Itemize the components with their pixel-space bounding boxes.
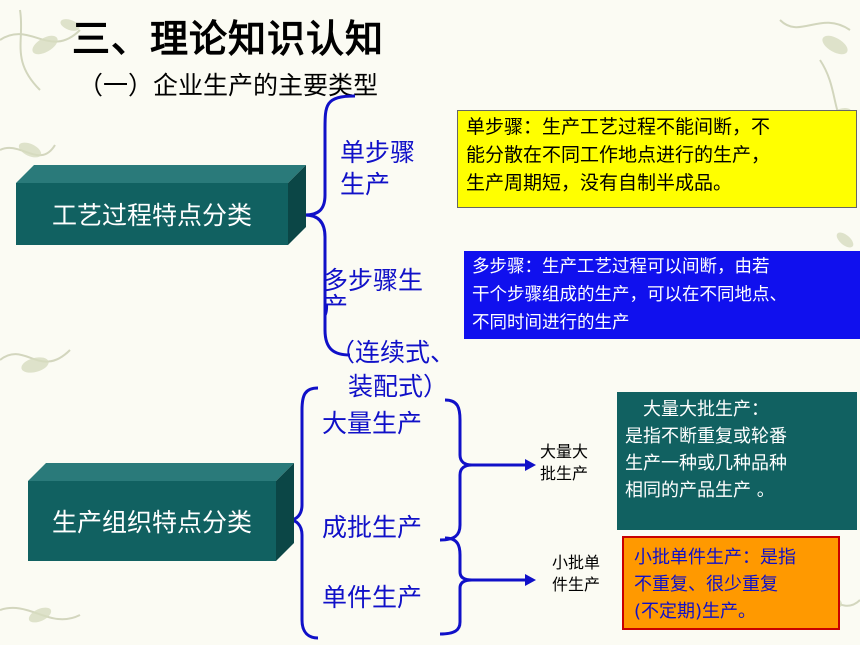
page-subtitle: （一）企业生产的主要类型 [78, 71, 379, 100]
multi-step-note: （连续式、 装配式） [330, 336, 455, 404]
organization-brace [289, 386, 319, 640]
small-batch-description: 小批单件生产：是指 不重复、很少重复 (不定期)生产。 [622, 536, 840, 630]
process-category-label: 工艺过程特点分类 [16, 183, 288, 245]
organization-category-box: 生产组织特点分类 [28, 463, 294, 561]
mass-batch-connector-line-1: 大量大 [539, 442, 588, 461]
mass-batch-desc-line-4: 相同的产品生产 。 [625, 480, 775, 501]
mass-batch-desc-line-3: 生产一种或几种品种 [625, 453, 787, 474]
multi-step-desc-line-1: 多步骤：生产工艺过程可以间断，由若 [472, 257, 770, 277]
small-batch-connector-line-1: 小批单 [551, 553, 600, 572]
small-batch-bracket [439, 536, 473, 636]
multi-step-production: 多步骤生 产 [323, 266, 423, 322]
small-batch-desc-line-1: 小批单件生产：是指 [634, 547, 796, 568]
small-batch-desc-line-3: (不定期)生产。 [634, 601, 757, 622]
multi-step-note-line-1: （连续式、 [330, 338, 456, 367]
small-batch-connector-line-2: 件生产 [551, 575, 600, 594]
multi-step-line-1: 多步骤生 [323, 266, 424, 295]
multi-step-line-2: 产 [323, 292, 349, 321]
mass-batch-desc-line-2: 是指不断重复或轮番 [625, 426, 787, 447]
mass-batch-connector-line-2: 批生产 [539, 464, 588, 483]
single-piece-production: 单件生产 [322, 583, 423, 612]
mass-batch-bracket [439, 398, 473, 542]
single-step-desc-line-1: 单步骤：生产工艺过程不能间断，不 [466, 116, 771, 138]
single-step-desc-line-2: 能分散在不同工作地点进行的生产， [466, 144, 771, 166]
small-batch-desc-line-2: 不重复、很少重复 [634, 574, 778, 595]
organization-category-label: 生产组织特点分类 [28, 481, 276, 561]
multi-step-description: 多步骤：生产工艺过程可以间断，由若 干个步骤组成的生产，可以在不同地点、 不同时… [464, 251, 860, 339]
process-category-box: 工艺过程特点分类 [16, 165, 306, 245]
page-title: 三、理论知识认知 [72, 17, 385, 61]
single-step-line-2: 生产 [340, 170, 391, 199]
multi-step-note-line-2: 装配式） [348, 372, 449, 401]
single-step-desc-line-3: 生产周期短，没有自制半成品。 [466, 172, 733, 194]
mass-production: 大量生产 [322, 409, 423, 438]
multi-step-desc-line-2: 干个步骤组成的生产，可以在不同地点、 [472, 285, 787, 305]
mass-batch-desc-line-1: 大量大批生产： [625, 399, 769, 420]
batch-production: 成批生产 [322, 513, 423, 542]
small-batch-connector-label: 小批单 件生产 [538, 552, 614, 596]
mass-batch-description: 大量大批生产： 是指不断重复或轮番 生产一种或几种品种 相同的产品生产 。 [617, 392, 857, 530]
single-step-description: 单步骤：生产工艺过程不能间断，不 能分散在不同工作地点进行的生产， 生产周期短，… [457, 110, 857, 208]
single-step-production: 单步骤 生产 [340, 137, 415, 201]
multi-step-desc-line-3: 不同时间进行的生产 [472, 313, 630, 333]
mass-batch-connector-label: 大量大 批生产 [528, 441, 600, 485]
single-step-line-1: 单步骤 [340, 138, 416, 167]
